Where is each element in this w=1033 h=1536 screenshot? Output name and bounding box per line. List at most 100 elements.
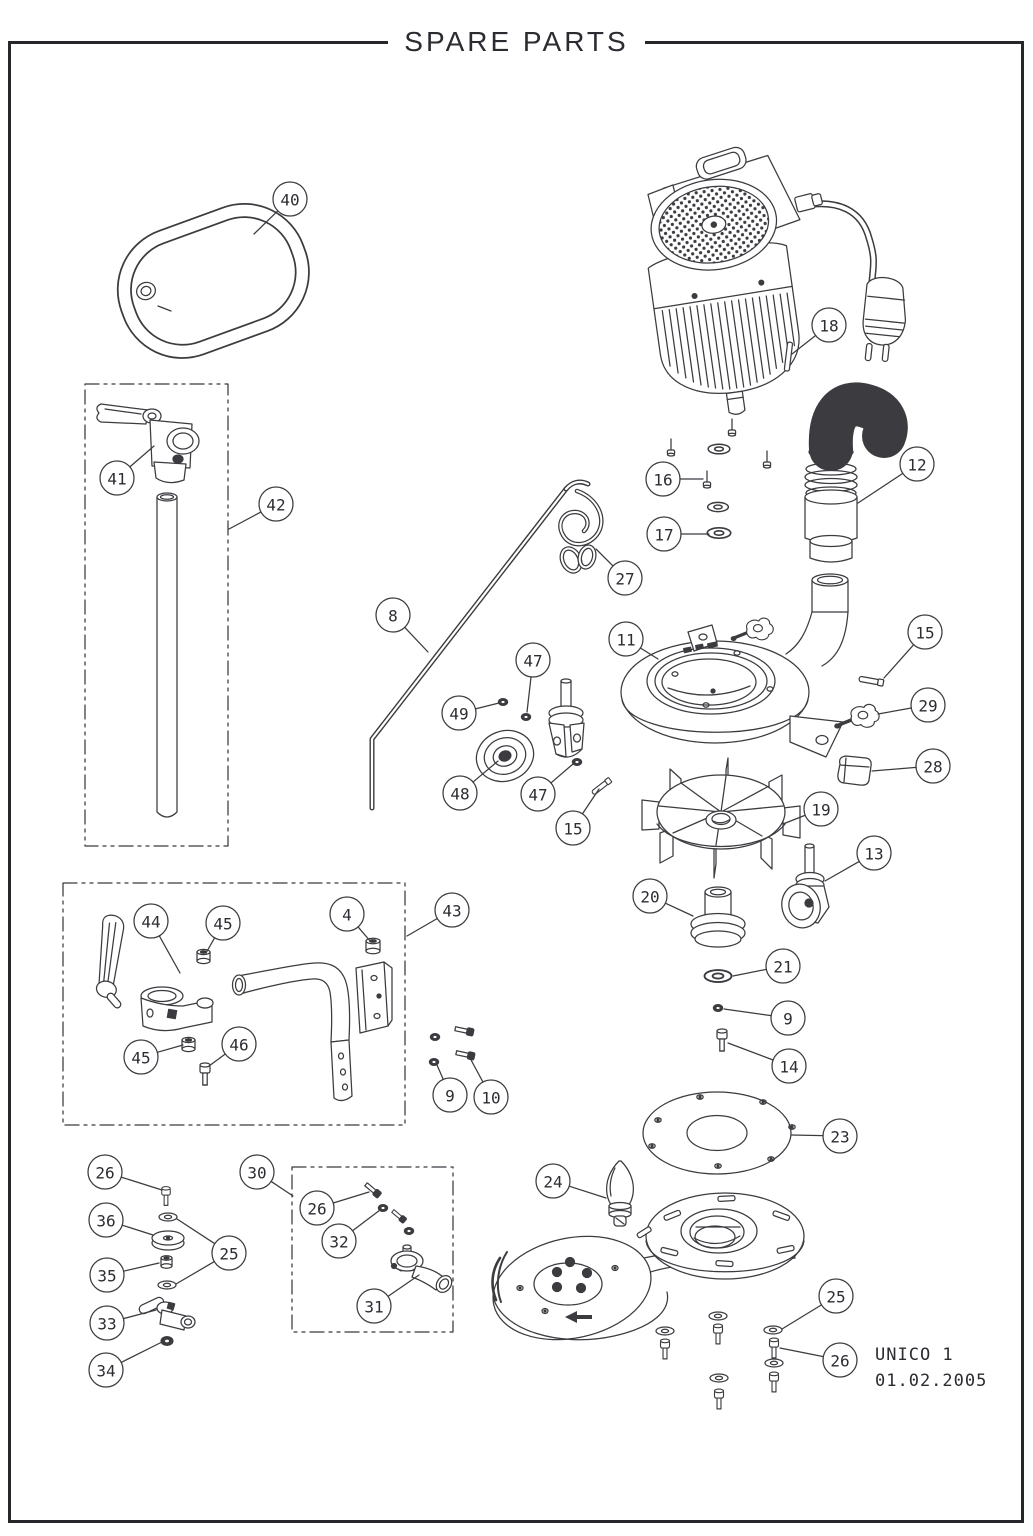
svg-text:30: 30 (247, 1164, 266, 1183)
power-cord-part (794, 193, 907, 363)
svg-text:31: 31 (364, 1298, 383, 1317)
svg-text:15: 15 (563, 820, 582, 839)
svg-text:26: 26 (830, 1352, 849, 1371)
caster-fork-group (475, 678, 613, 797)
base-plate-assembly (491, 1192, 805, 1341)
pulley-part (690, 886, 746, 948)
svg-text:20: 20 (640, 888, 659, 907)
svg-text:23: 23 (830, 1128, 849, 1147)
svg-text:21: 21 (773, 958, 792, 977)
nut-45b-part (181, 1036, 196, 1053)
nut-4-part (365, 937, 381, 955)
balloon-18: 18 (791, 307, 847, 355)
svg-text:18: 18 (819, 317, 838, 336)
svg-text:26: 26 (307, 1200, 326, 1219)
screws-9-10-group (428, 1024, 476, 1067)
balloon-17: 17 (646, 516, 710, 552)
balloon-32: 32 (321, 1209, 381, 1259)
svg-text:46: 46 (229, 1036, 248, 1055)
swivel-fitting-assembly (291, 1166, 454, 1333)
wheel-48-part (475, 729, 535, 783)
loop-handle-part (116, 202, 310, 359)
left-hardware-column (138, 1186, 196, 1347)
balloon-29: 29 (877, 687, 946, 723)
balloon-44: 44 (133, 903, 181, 974)
swivel-31-part (390, 1244, 453, 1294)
balloon-11: 11 (608, 621, 659, 660)
svg-text:28: 28 (923, 758, 942, 777)
svg-text:9: 9 (783, 1010, 793, 1029)
balloon-33: 33 (89, 1305, 157, 1341)
balloon-26: 26 (87, 1154, 163, 1191)
svg-text:24: 24 (543, 1173, 562, 1192)
pin-18-part (783, 341, 794, 372)
svg-text:41: 41 (107, 470, 126, 489)
date-label: 01.02.2005 (875, 1371, 988, 1391)
balloon-47: 47 (515, 642, 551, 713)
impeller-part (641, 757, 801, 879)
model-label: UNICO 1 (875, 1345, 954, 1365)
svg-text:42: 42 (266, 496, 285, 515)
handlebar-assembly (62, 882, 406, 1126)
balloon-26: 26 (299, 1190, 370, 1226)
base-screws-group (655, 1311, 784, 1410)
clamp-lever-part (96, 403, 200, 484)
svg-text:25: 25 (826, 1288, 845, 1307)
balloon-15: 15 (883, 614, 943, 679)
svg-text:13: 13 (864, 845, 883, 864)
balloon-16: 16 (645, 461, 704, 497)
svg-text:43: 43 (442, 902, 461, 921)
knob-handle-part (605, 1160, 635, 1227)
svg-text:26: 26 (95, 1164, 114, 1183)
clamp-33-part (138, 1296, 196, 1331)
svg-text:45: 45 (213, 915, 232, 934)
caster-13-part (781, 843, 830, 929)
page-title: SPARE PARTS (0, 26, 1033, 58)
clamp-block-part (140, 986, 214, 1032)
svg-text:9: 9 (445, 1087, 455, 1106)
balloon-43: 43 (406, 892, 470, 937)
balloon-35: 35 (89, 1257, 160, 1293)
svg-text:25: 25 (219, 1245, 238, 1264)
balloon-13: 13 (824, 835, 892, 882)
balloon-31: 31 (356, 1274, 420, 1324)
disc-36-part (151, 1230, 185, 1251)
balloon-40: 40 (253, 181, 308, 235)
svg-text:19: 19 (811, 801, 830, 820)
balloon-23: 23 (791, 1118, 858, 1154)
balloon-30: 30 (239, 1154, 294, 1197)
handle-tube-assembly (84, 383, 229, 847)
svg-text:12: 12 (907, 456, 926, 475)
svg-text:47: 47 (528, 786, 547, 805)
page-title-text: SPARE PARTS (388, 26, 645, 58)
balloon-14: 14 (727, 1042, 807, 1084)
balloon-42: 42 (228, 486, 294, 530)
svg-text:4: 4 (342, 906, 352, 925)
svg-text:48: 48 (450, 785, 469, 804)
balloon-9: 9 (723, 1000, 806, 1036)
svg-text:32: 32 (329, 1233, 348, 1252)
motor-part (647, 146, 907, 415)
svg-text:14: 14 (779, 1058, 798, 1077)
svg-text:45: 45 (131, 1049, 150, 1068)
svg-text:27: 27 (615, 570, 634, 589)
svg-text:10: 10 (481, 1089, 500, 1108)
svg-text:40: 40 (280, 191, 299, 210)
svg-text:35: 35 (97, 1267, 116, 1286)
svg-text:15: 15 (915, 624, 934, 643)
rotation-arrow (565, 1311, 592, 1323)
nut-45a-part (196, 948, 211, 965)
gasket-part (642, 1091, 796, 1175)
wire-clip-part (558, 488, 604, 574)
svg-text:29: 29 (918, 697, 937, 716)
svg-text:36: 36 (96, 1212, 115, 1231)
svg-text:33: 33 (97, 1315, 116, 1334)
balloon-48: 48 (442, 760, 499, 811)
svg-text:44: 44 (141, 913, 160, 932)
shaft-hardware-group (703, 969, 733, 1052)
balloon-25: 25 (175, 1218, 247, 1285)
balloon-12: 12 (857, 446, 935, 504)
svg-text:8: 8 (388, 607, 398, 626)
